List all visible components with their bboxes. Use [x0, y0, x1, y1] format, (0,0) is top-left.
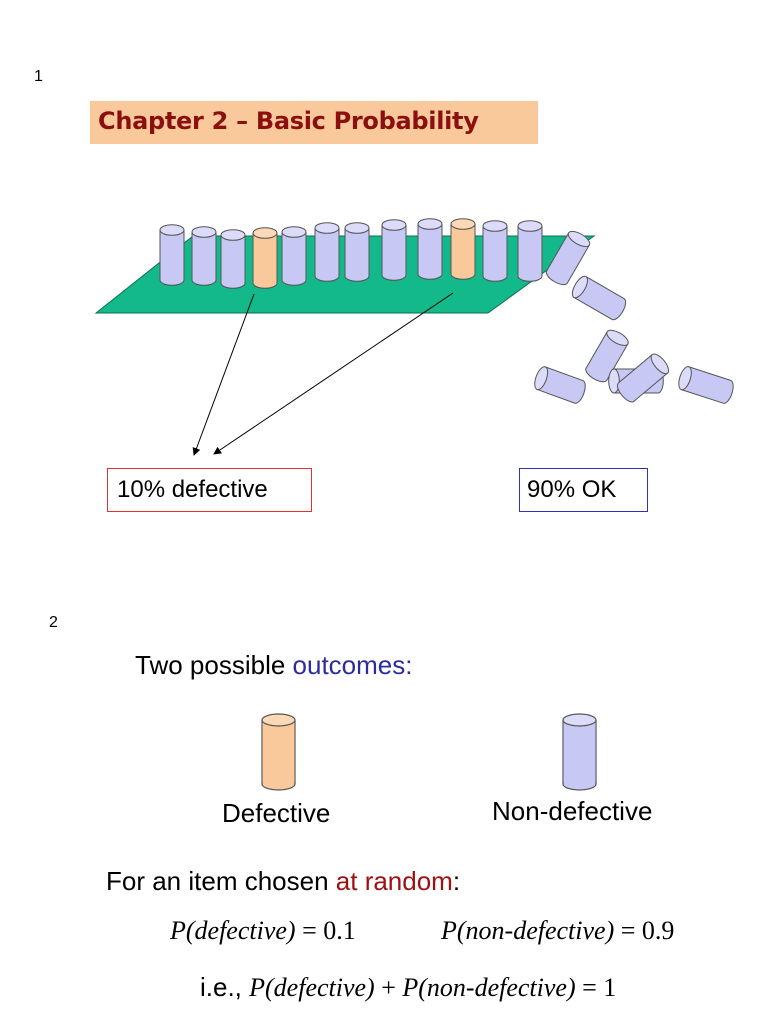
falling-item-3: [534, 366, 586, 404]
upright-item-3: [220, 229, 246, 289]
slide-number-1: 1: [34, 68, 43, 85]
upright-item-9: [417, 218, 443, 280]
falling-item-2: [571, 275, 627, 321]
upright-item-7: [344, 222, 370, 282]
falling-item-7: [678, 366, 734, 404]
outcomes-intro-text: Two possible: [135, 650, 293, 680]
upright-item-11: [482, 220, 508, 282]
arrow-to-defective-1: [192, 293, 255, 456]
upright-item-1: [159, 224, 185, 286]
sum-formula: i.e., P(defective) + P(non-defective) = …: [200, 972, 616, 1003]
slide-title-box: Chapter 2 – Basic Probability: [90, 101, 538, 144]
upright-item-6: [314, 222, 340, 282]
upright-item-8: [381, 219, 407, 281]
random-selection-line: For an item chosen at random:: [106, 866, 460, 897]
random-prefix: For an item chosen: [106, 866, 336, 896]
p-nondefective-expr: P(non-defective): [441, 916, 615, 945]
defective-item-icon: [261, 713, 296, 791]
non-defective-item-icon: [562, 713, 597, 791]
sum-term-nondefective: P(non-defective): [402, 973, 576, 1002]
falling-item-6: [616, 353, 670, 403]
upright-item-2: [191, 226, 217, 286]
p-defective-expr: P(defective): [170, 916, 296, 945]
outcomes-highlight: outcomes:: [292, 650, 413, 680]
random-suffix: :: [452, 866, 461, 896]
conveyor-illustration: [94, 218, 734, 456]
upright-item-5: [281, 226, 307, 286]
defective-caption: Defective: [222, 798, 331, 828]
ok-percent-label: 90% OK: [519, 468, 648, 512]
arrow-to-defective-2: [213, 292, 454, 455]
defective-percent-label: 10% defective: [107, 468, 312, 512]
random-highlight: at random: [335, 866, 453, 896]
upright-item-12: [517, 220, 543, 282]
sum-plus: +: [374, 973, 403, 1002]
sum-value: = 1: [575, 973, 617, 1002]
ie-prefix: i.e.,: [200, 972, 250, 1002]
non-defective-caption: Non-defective: [492, 796, 653, 826]
p-defective-value: = 0.1: [295, 916, 356, 945]
slide-number-2: 2: [49, 614, 58, 631]
falling-item-1: [545, 230, 591, 286]
p-nondefective-formula: P(non-defective) = 0.9: [441, 916, 674, 946]
outcomes-intro: Two possible outcomes:: [135, 650, 412, 681]
p-defective-formula: P(defective) = 0.1: [170, 916, 356, 946]
slide-title: Chapter 2 – Basic Probability: [98, 107, 479, 135]
p-nondefective-value: = 0.9: [614, 916, 675, 945]
sum-term-defective: P(defective): [249, 973, 375, 1002]
upright-item-4: [252, 227, 278, 289]
upright-item-10: [450, 218, 476, 280]
falling-item-4: [585, 329, 629, 383]
